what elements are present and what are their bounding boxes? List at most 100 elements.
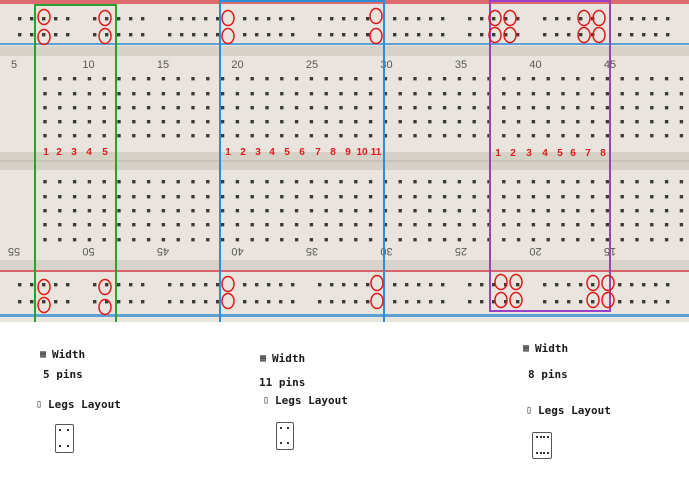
rail-hole: [42, 17, 46, 21]
terminal-hole: [561, 238, 565, 242]
terminal-hole: [516, 238, 521, 242]
pin-highlight-circle: [494, 291, 508, 309]
terminal-hole: [398, 209, 402, 213]
rail-hole: [243, 283, 247, 287]
rail-hole: [279, 17, 283, 21]
terminal-hole: [191, 238, 195, 242]
rail-hole: [342, 33, 346, 37]
terminal-hole: [87, 195, 92, 199]
terminal-hole: [546, 209, 550, 213]
rail-hole: [504, 300, 508, 304]
rail-hole: [630, 17, 634, 21]
terminal-hole: [132, 180, 136, 184]
rail-hole: [405, 300, 409, 304]
terminal-hole: [250, 77, 254, 81]
terminal-hole: [679, 180, 684, 184]
terminal-hole: [546, 195, 550, 199]
rail-hole: [54, 300, 58, 304]
terminal-hole: [354, 77, 358, 81]
pin-highlight-circle: [98, 9, 112, 27]
terminal-hole: [220, 106, 225, 110]
terminal-hole: [102, 223, 106, 227]
terminal-hole: [368, 92, 373, 96]
terminal-hole: [191, 223, 195, 227]
rail-hole: [105, 300, 109, 304]
rail-hole: [54, 33, 58, 37]
terminal-hole: [43, 238, 47, 242]
terminal-hole: [176, 134, 180, 138]
column-number-bottom: 25: [455, 245, 467, 257]
terminal-hole: [339, 223, 343, 227]
terminal-hole: [146, 77, 151, 81]
rail-hole: [18, 33, 22, 37]
terminal-hole: [235, 120, 240, 124]
pin-highlight-circle: [37, 28, 51, 46]
rail-hole: [618, 300, 622, 304]
terminal-hole: [383, 209, 388, 213]
pin-number-label: 11: [371, 147, 382, 158]
terminal-hole: [576, 77, 580, 81]
rail-hole: [417, 33, 421, 37]
rail-hole: [93, 33, 97, 37]
rail-hole: [54, 17, 58, 21]
terminal-hole: [457, 209, 462, 213]
column-number-top: 15: [157, 59, 169, 71]
terminal-hole: [383, 223, 388, 227]
terminal-hole: [368, 134, 373, 138]
terminal-hole: [368, 209, 373, 213]
terminal-hole: [161, 134, 166, 138]
terminal-hole: [102, 92, 106, 96]
terminal-hole: [413, 195, 417, 199]
terminal-hole: [102, 77, 106, 81]
pin-highlight-circle: [369, 27, 383, 45]
terminal-hole: [161, 209, 166, 213]
terminal-hole: [502, 180, 506, 184]
terminal-hole: [324, 92, 328, 96]
terminal-hole: [309, 134, 314, 138]
terminal-hole: [161, 120, 166, 124]
rail-hole: [579, 33, 583, 37]
terminal-hole: [58, 180, 62, 184]
terminal-hole: [339, 77, 343, 81]
terminal-hole: [235, 223, 240, 227]
rail-hole: [393, 283, 397, 287]
rail-hole: [642, 17, 646, 21]
rail-hole: [618, 33, 622, 37]
rail-hole: [330, 33, 334, 37]
rail-hole: [654, 33, 658, 37]
rail-hole: [642, 283, 646, 287]
terminal-hole: [117, 77, 121, 81]
terminal-hole: [531, 134, 536, 138]
terminal-hole: [383, 92, 388, 96]
terminal-hole: [58, 92, 62, 96]
terminal-hole: [161, 180, 166, 184]
terminal-hole: [250, 195, 254, 199]
pin-highlight-circle: [601, 274, 615, 292]
rail-hole: [66, 283, 70, 287]
terminal-hole: [102, 134, 106, 138]
terminal-hole: [398, 120, 402, 124]
terminal-hole: [664, 92, 669, 96]
pin-highlight-circle: [221, 292, 235, 310]
terminal-hole: [132, 238, 136, 242]
terminal-hole: [605, 209, 610, 213]
terminal-hole: [635, 134, 639, 138]
rail-hole: [504, 283, 508, 287]
terminal-hole: [324, 77, 328, 81]
pin-number-label: 2: [56, 147, 62, 158]
terminal-hole: [472, 195, 476, 199]
rail-hole: [492, 17, 496, 21]
terminal-hole: [102, 209, 106, 213]
legs-layout-label: Legs Layout: [538, 404, 611, 417]
rail-hole: [291, 33, 295, 37]
terminal-hole: [324, 134, 328, 138]
terminal-hole: [531, 120, 536, 124]
rail-hole: [129, 33, 133, 37]
rail-hole: [117, 283, 121, 287]
terminal-hole: [472, 238, 476, 242]
rail-hole: [255, 283, 259, 287]
terminal-hole: [146, 209, 151, 213]
terminal-hole: [428, 223, 432, 227]
rail-hole: [393, 33, 397, 37]
